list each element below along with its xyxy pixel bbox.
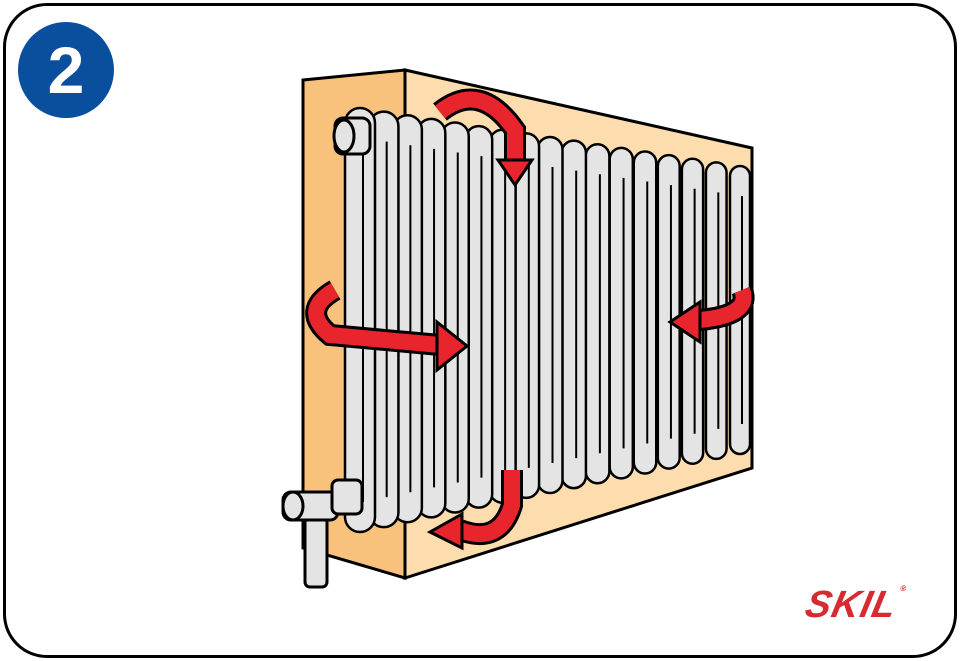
arrow-left-icon [305, 280, 470, 374]
radiator-section [343, 106, 377, 534]
radiator-section [632, 150, 658, 475]
radiator-section [608, 146, 635, 480]
arrow-right-icon [667, 285, 755, 345]
radiator-section [560, 139, 588, 490]
valve [281, 478, 364, 589]
skil-logo: SKIL® [801, 584, 908, 627]
arrow-top-icon [433, 88, 535, 188]
airflow-arrows [305, 88, 755, 551]
top-cap [332, 116, 372, 156]
logo-text: SKIL [801, 584, 902, 626]
panel-frame [3, 3, 957, 658]
radiator-section [512, 132, 541, 500]
step-number-badge: 2 [18, 22, 114, 118]
radiator-section [536, 135, 564, 495]
radiator-section [584, 143, 611, 485]
arrow-bottom-icon [426, 470, 523, 551]
radiator-section [656, 153, 681, 470]
